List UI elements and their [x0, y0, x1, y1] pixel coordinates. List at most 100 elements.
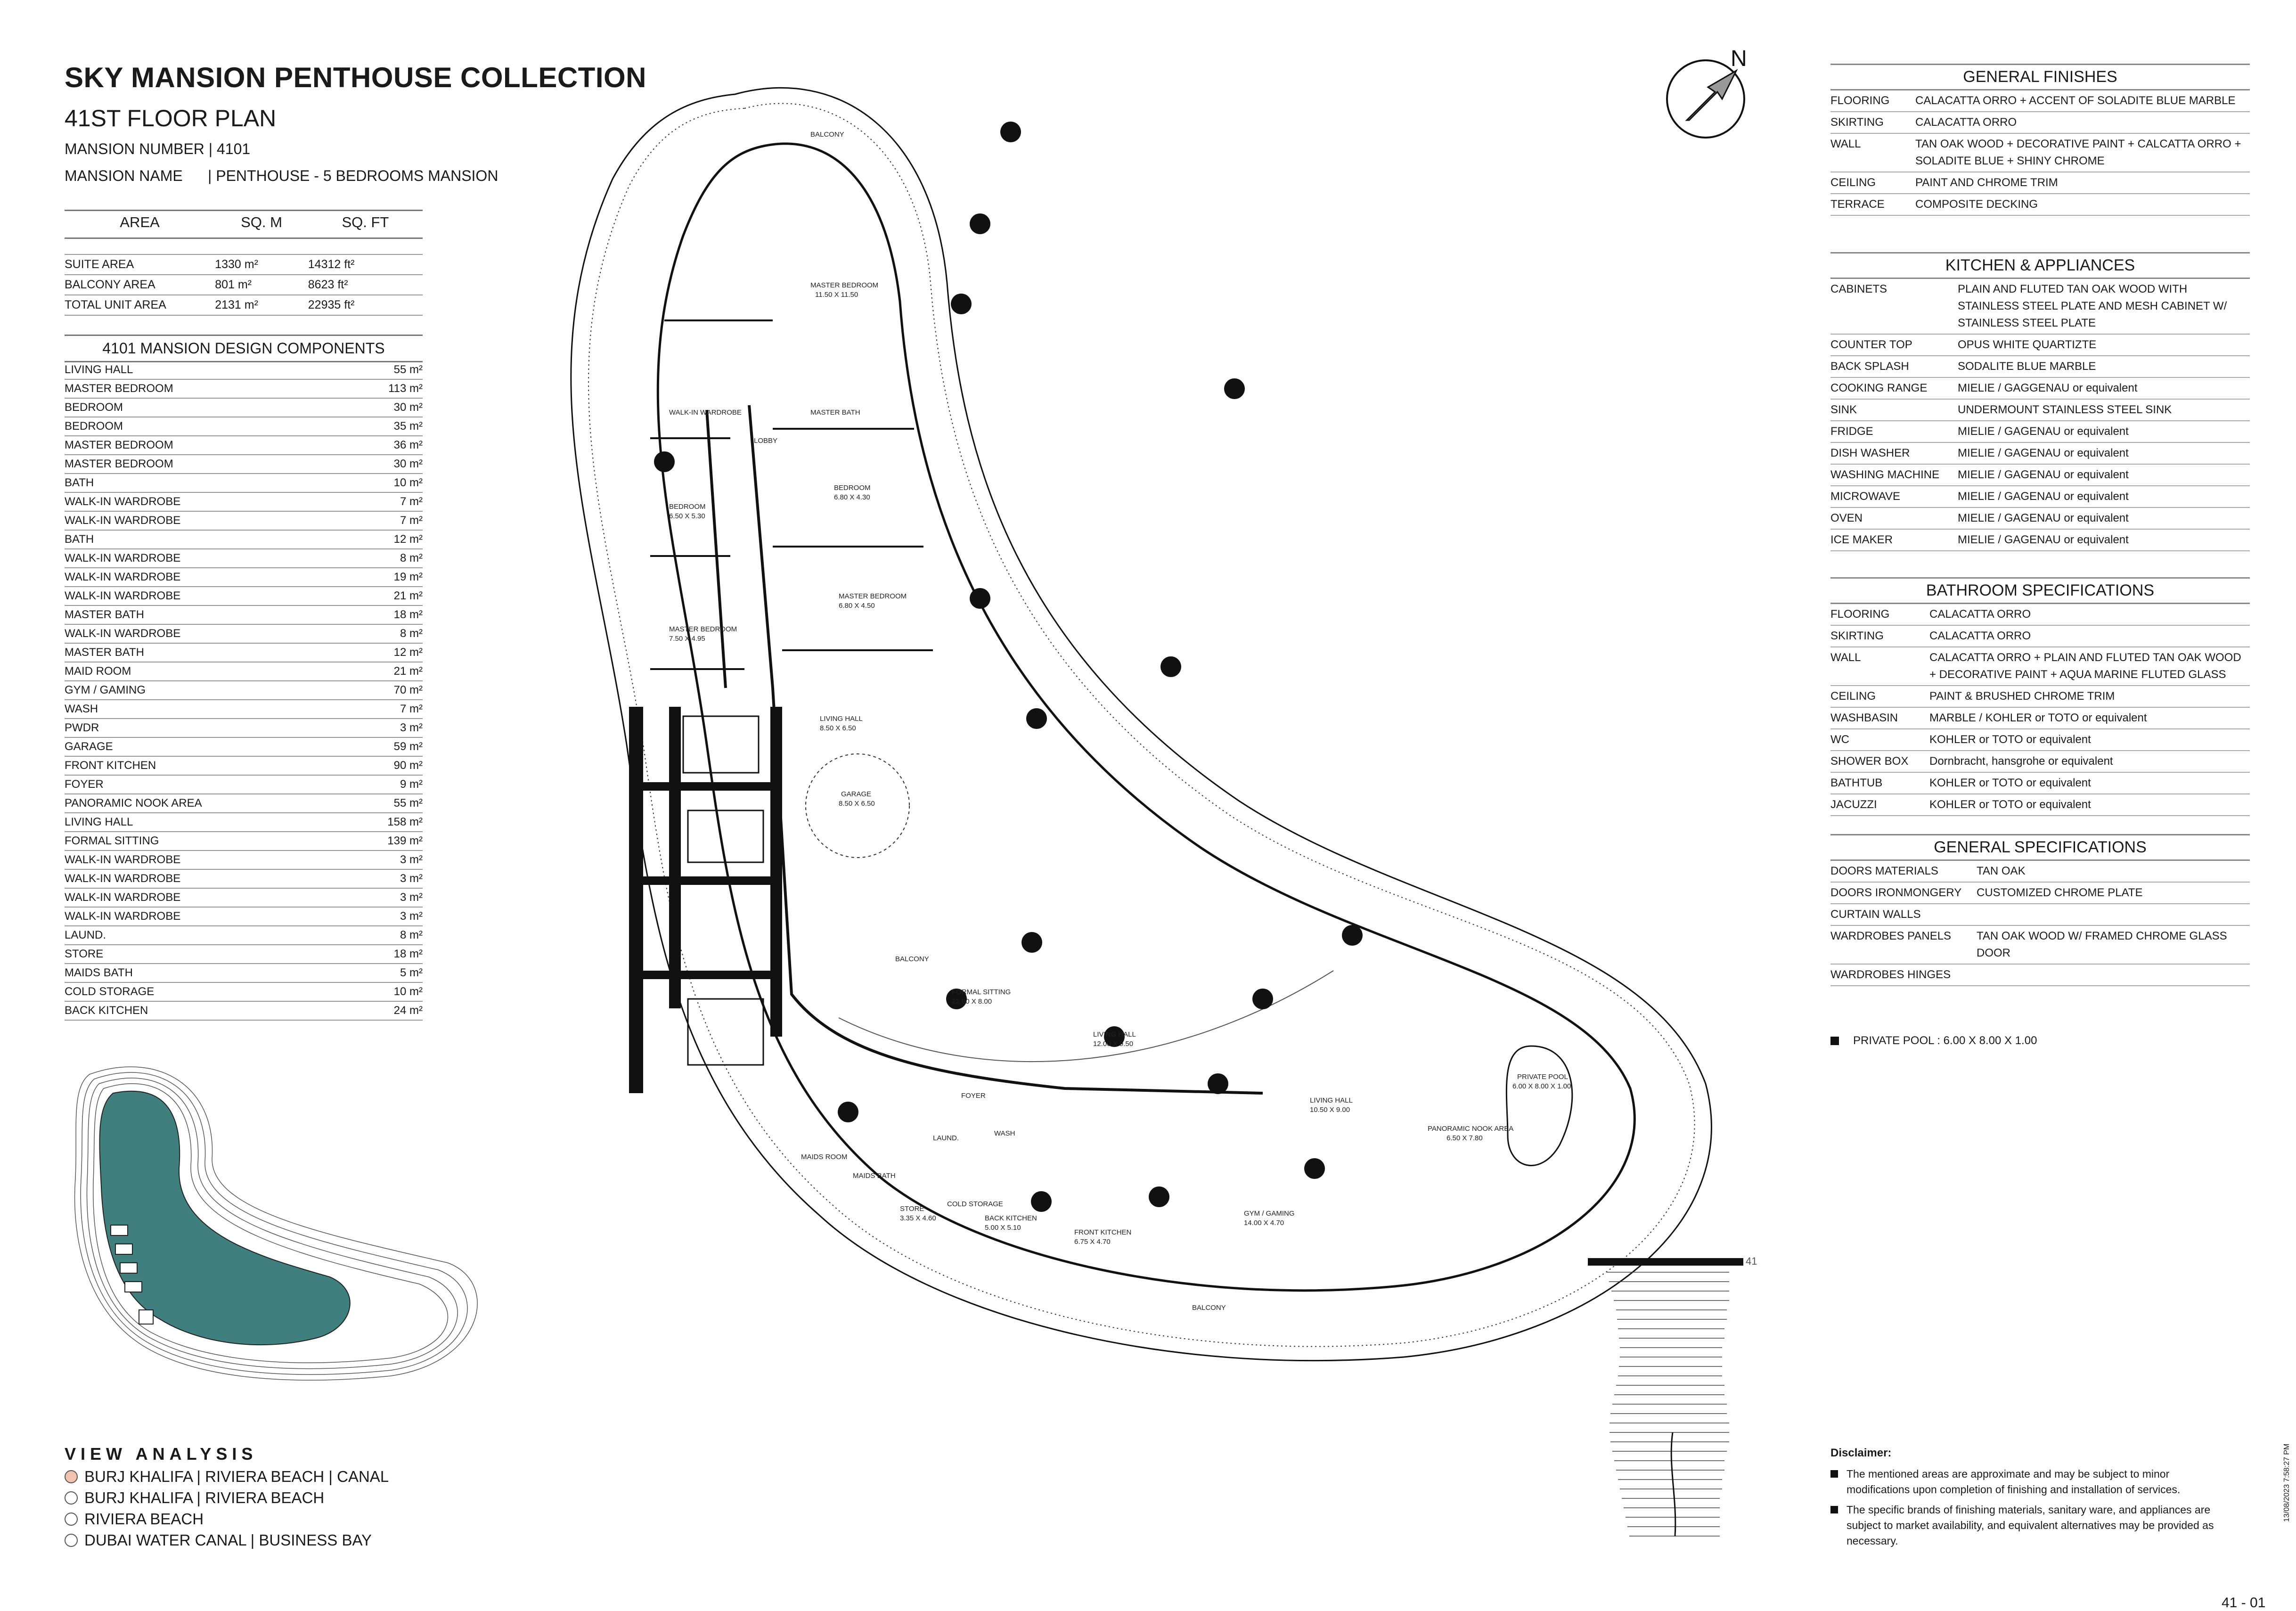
page-number: 41 - 01 [2222, 1595, 2266, 1611]
core-wall [629, 876, 780, 885]
component-name: FOYER [65, 778, 104, 791]
lift [687, 998, 764, 1066]
component-area: 10 m² [393, 476, 423, 489]
spec-key: WALL [1830, 651, 1861, 664]
spec-key: JACUZZI [1830, 798, 1877, 811]
view-item-label: BURJ KHALIFA | RIVIERA BEACH | CANAL [84, 1468, 389, 1485]
spec-value: MIELIE / GAGGENAU or equivalent [1958, 382, 2138, 394]
label-dim: 6.50 X 7.80 [1446, 1134, 1483, 1142]
component-area: 3 m² [400, 853, 423, 866]
mansion-number: MANSION NUMBER | 4101 [65, 140, 251, 157]
component-area: 36 m² [393, 439, 423, 451]
spec-key: WASHING MACHINE [1830, 468, 1940, 481]
label-balcony: BALCONY [1192, 1304, 1226, 1312]
label-dim: 22.00 X 8.00 [952, 998, 992, 1006]
component-area: 12 m² [393, 533, 423, 546]
view-item-label: DUBAI WATER CANAL | BUSINESS BAY [84, 1531, 372, 1549]
spec-row: WALL CALACATTA ORRO + PLAIN AND FLUTED TA… [1830, 647, 2250, 686]
label-master-bedroom: MASTER BEDROOM [839, 592, 907, 600]
component-name: WALK-IN WARDROBE [65, 495, 181, 508]
spec-key: CEILING [1830, 690, 1876, 703]
component-name: MASTER BATH [65, 608, 144, 621]
component-name: WASH [65, 703, 98, 715]
label-dim: 12.00 X 9.50 [1093, 1040, 1133, 1048]
component-area: 90 m² [393, 759, 423, 772]
component-area: 8 m² [400, 627, 423, 640]
private-pool [1505, 1045, 1573, 1166]
label-dim: 6.00 X 8.00 X 1.00 [1512, 1082, 1571, 1090]
spec-row: WALL TAN OAK WOOD + DECORATIVE PAINT + CA… [1830, 134, 2250, 172]
lift [687, 810, 764, 863]
component-row: LIVING HALL 55 m² [65, 361, 423, 380]
component-area: 24 m² [393, 1004, 423, 1017]
view-item: BURJ KHALIFA | RIVIERA BEACH [65, 1489, 324, 1507]
label-dim: 3.35 X 4.60 [900, 1214, 936, 1222]
kitchen-title: KITCHEN & APPLIANCES [1830, 252, 2250, 279]
sqm-header: SQ. M [215, 210, 308, 239]
component-area: 7 m² [400, 514, 423, 527]
bullet-square-icon [1830, 1506, 1838, 1513]
label-dim: 10.50 X 9.00 [1310, 1106, 1350, 1114]
component-area: 18 m² [393, 948, 423, 960]
component-name: WALK-IN WARDROBE [65, 910, 181, 923]
spec-key: COUNTER TOP [1830, 338, 1912, 351]
spec-key: CURTAIN WALLS [1830, 908, 1921, 921]
spec-key: CABINETS [1830, 283, 1887, 295]
spec-value: PAINT AND CHROME TRIM [1915, 176, 2058, 189]
spec-value: CALACATTA ORRO + PLAIN AND FLUTED TAN OA… [1929, 651, 2241, 681]
component-name: LIVING HALL [65, 363, 133, 376]
label-living-hall: LIVING HALL [1093, 1030, 1136, 1039]
component-name: FORMAL SITTING [65, 834, 159, 847]
contour-lines [74, 1066, 478, 1381]
label-dim: 5.00 X 5.10 [985, 1224, 1021, 1232]
label-wash: WASH [994, 1129, 1015, 1137]
core-wall [629, 707, 643, 1093]
label-store: STORE [900, 1205, 924, 1213]
private-pool-note: PRIVATE POOL : 6.00 X 8.00 X 1.00 [1830, 1034, 2037, 1047]
spec-key: WC [1830, 733, 1849, 746]
spec-key: COOKING RANGE [1830, 382, 1928, 394]
corridor-wall [705, 409, 727, 688]
label-maids-bath: MAIDS BATH [853, 1172, 896, 1180]
spec-key: CEILING [1830, 176, 1876, 189]
sqft-header: SQ. FT [308, 210, 423, 239]
spec-key: WALL [1830, 138, 1861, 150]
spec-value: TAN OAK [1977, 865, 2026, 877]
component-area: 55 m² [393, 363, 423, 376]
spec-value: MIELIE / GAGENAU or equivalent [1958, 468, 2129, 481]
component-area: 9 m² [400, 778, 423, 791]
spec-value: TAN OAK WOOD + DECORATIVE PAINT + CALCAT… [1915, 138, 2241, 167]
spec-value: MIELIE / GAGENAU or equivalent [1958, 490, 2129, 503]
label-cold-storage: COLD STORAGE [947, 1200, 1003, 1208]
label-maid-room: MAIDS ROOM [801, 1153, 847, 1161]
spec-key: DOORS IRONMONGERY [1830, 886, 1962, 899]
spec-key: TERRACE [1830, 198, 1885, 211]
compass-circle [1666, 59, 1745, 139]
label-living-hall: LIVING HALL [1310, 1096, 1353, 1104]
spec-key: FLOORING [1830, 608, 1890, 621]
spec-value: Dornbracht, hansgrohe or equivalent [1929, 755, 2113, 768]
